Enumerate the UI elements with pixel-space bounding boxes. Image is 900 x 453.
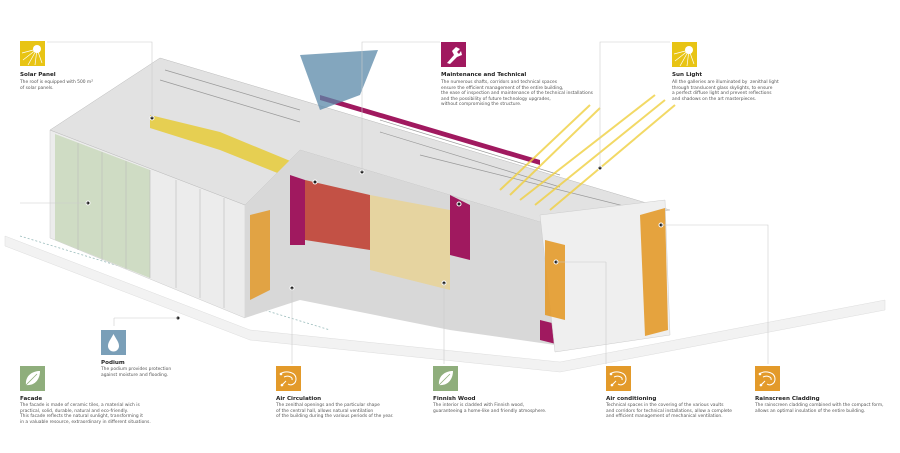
magenta-shaft-1 [290, 175, 305, 245]
rainscreen-orange [640, 208, 668, 336]
leaf-icon [20, 366, 45, 391]
airflow-icon [606, 366, 631, 391]
blue-light-prism [300, 50, 378, 110]
callout-facade [20, 366, 45, 391]
podium-title: Podium [101, 360, 125, 366]
wood-interior [370, 195, 450, 290]
orange-vault-1 [250, 210, 270, 300]
solar-panel-text: The roof is equipped with 500 m² of sola… [20, 80, 93, 91]
solar-panel-title: Solar Panel [20, 72, 56, 78]
callout-solar-panel [20, 41, 45, 66]
air-conditioning-title: Air conditioning [606, 396, 657, 402]
leaf-icon [433, 366, 458, 391]
callout-podium [101, 330, 126, 355]
facade-title: Facade [20, 396, 43, 402]
callout-rainscreen [755, 366, 780, 391]
finnish-wood-text: The interior is cladded with Finnish woo… [433, 403, 547, 414]
finnish-wood-title: Finnish Wood [433, 396, 476, 402]
air-circulation-title: Air Circulation [276, 396, 322, 402]
maintenance-title: Maintenance and Technical [441, 72, 527, 78]
sun-icon [20, 41, 45, 66]
callout-air-conditioning [606, 366, 631, 391]
airflow-icon [276, 366, 301, 391]
wrench-icon [441, 42, 466, 67]
air-circulation-text: The zenithal openings and the particular… [276, 403, 394, 420]
water-drop-icon [101, 330, 126, 355]
ground-plane [4, 235, 886, 373]
facade-text: The facade is made of ceramic tiles, a m… [20, 403, 151, 425]
solar-panels [150, 115, 300, 182]
red-wall [305, 180, 370, 250]
maintenance-text: The numerous shafts, corridors and techn… [441, 80, 593, 108]
airflow-icon [755, 366, 780, 391]
rainscreen-text: The rainscreen cladding combined with th… [755, 403, 884, 414]
sun-light-title: Sun Light [672, 72, 703, 78]
magenta-beam [320, 95, 540, 165]
magenta-shaft-2 [450, 195, 470, 260]
rainscreen-title: Rainscreen Cladding [755, 396, 820, 402]
air-conditioning-text: Technical spaces in the covering of the … [606, 403, 732, 420]
sun-light-text: All the galleries are illuminated by zen… [672, 80, 779, 102]
sun-icon [672, 42, 697, 67]
podium-text: The podium provides protection against m… [101, 367, 172, 378]
callout-sun-light [672, 42, 697, 67]
callout-air-circulation [276, 366, 301, 391]
orange-vault-2 [545, 240, 565, 320]
callout-finnish-wood [433, 366, 458, 391]
callout-maintenance [441, 42, 466, 67]
